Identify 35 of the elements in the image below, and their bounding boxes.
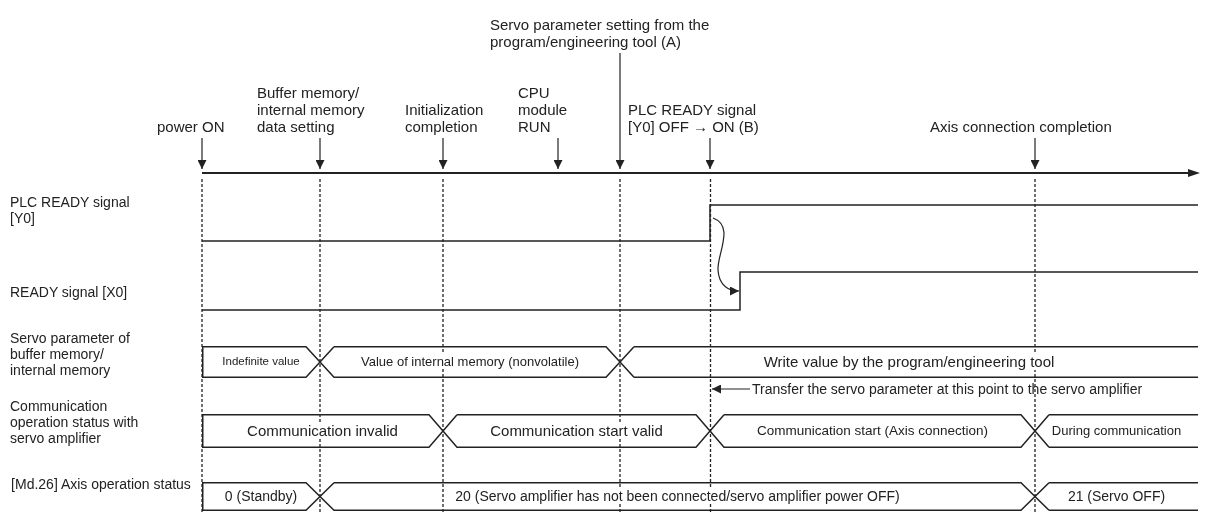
signal-state-segment: During communication: [1035, 414, 1198, 448]
signal-state-segment: Communication invalid: [202, 414, 443, 448]
event-arrow: [615, 52, 625, 170]
event-arrow: [553, 137, 563, 170]
causal-arrow: [712, 217, 740, 296]
signal-state-segment: Indefinite value: [202, 346, 320, 378]
signal-state-segment: 20 (Servo amplifier has not been connected/servo amplifier power OFF): [320, 482, 1035, 511]
signal-state-segment: Communication start valid: [443, 414, 710, 448]
signal-waveform: [202, 204, 1198, 242]
signal-state-segment: 21 (Servo OFF): [1035, 482, 1198, 511]
event-label: PLC READY signal [Y0] OFF → ON (B): [628, 101, 778, 135]
time-axis: [202, 169, 1200, 177]
event-label: Buffer memory/ internal memory data setting: [257, 84, 382, 135]
signal-name: READY signal [X0]: [10, 284, 128, 300]
signal-state-segment: 0 (Standby): [202, 482, 320, 511]
signal-name: PLC READY signal [Y0]: [10, 194, 130, 226]
event-arrow: [1030, 137, 1040, 170]
event-label: Servo parameter setting from the program/engineering tool (A): [490, 16, 740, 50]
event-label: power ON: [157, 118, 237, 135]
event-arrow: [438, 137, 448, 170]
event-label: Axis connection completion: [930, 118, 1112, 135]
signal-state-segment: Communication start (Axis connection): [710, 414, 1035, 448]
signal-state-segment: Write value by the program/engineering tool: [620, 346, 1198, 378]
signal-name: Communication operation status with servo amplifier: [10, 398, 140, 446]
signal-name: [Md.26] Axis operation status: [10, 476, 192, 492]
event-arrow: [315, 137, 325, 170]
signal-waveform: [202, 271, 1198, 311]
event-label: Initialization completion: [405, 101, 505, 135]
event-arrow: [711, 384, 751, 394]
event-arrow: [197, 137, 207, 170]
signal-state-segment: Value of internal memory (nonvolatile): [320, 346, 620, 378]
event-arrow: [705, 137, 715, 170]
event-label: CPU module RUN: [518, 84, 603, 135]
signal-name: Servo parameter of buffer memory/ internal memory: [10, 330, 131, 378]
note-text: Transfer the servo parameter at this point to the servo amplifier: [752, 381, 1143, 397]
